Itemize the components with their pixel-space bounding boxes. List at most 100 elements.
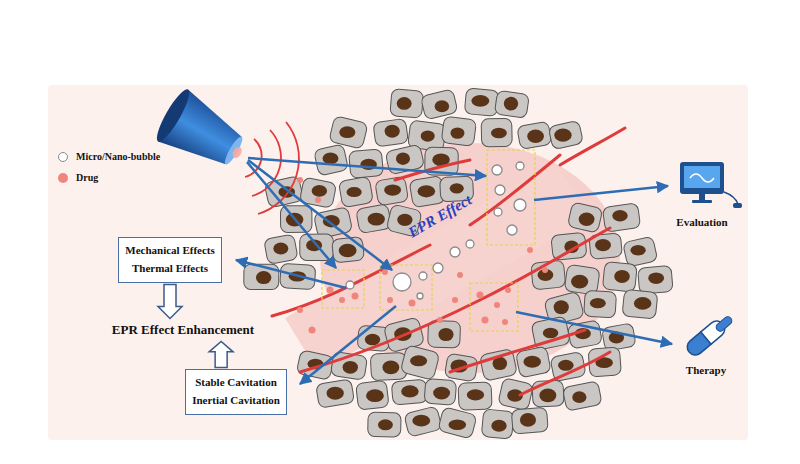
tumor-cell xyxy=(356,204,392,234)
tumor-cell xyxy=(481,409,514,439)
tumor-cell xyxy=(404,406,443,437)
cell-nucleus xyxy=(323,153,339,165)
cell-nucleus xyxy=(435,100,449,112)
tumor-cell xyxy=(494,90,529,118)
node-text: Therapy xyxy=(686,363,726,377)
tumor-cell xyxy=(551,232,587,260)
cell-nucleus xyxy=(634,297,652,310)
cell-nucleus xyxy=(418,185,436,197)
cell-nucleus xyxy=(572,391,586,403)
cell-nucleus xyxy=(401,385,418,397)
cell-nucleus xyxy=(579,212,595,225)
cell-nucleus xyxy=(343,361,358,374)
tumor-cell xyxy=(622,289,658,319)
tumor-cell xyxy=(264,176,304,208)
tumor-cell xyxy=(548,120,583,149)
tumor-cell xyxy=(584,290,617,318)
tumor-cell xyxy=(296,350,334,380)
tumor-cell xyxy=(338,176,373,207)
evaluation-node: Evaluation xyxy=(673,214,730,230)
cell-nucleus xyxy=(385,125,400,138)
tumor-cell xyxy=(638,265,673,294)
tumor-cell xyxy=(314,144,349,176)
cell-nucleus xyxy=(384,184,401,195)
cell-nucleus xyxy=(539,389,556,403)
cell-nucleus xyxy=(433,387,450,400)
cell-nucleus xyxy=(273,242,288,254)
node-text: EPR Effect Enhancement xyxy=(112,322,254,339)
effect-box: Mechanical EffectsThermal Effects xyxy=(118,237,222,282)
tumor-cell xyxy=(264,234,298,264)
cell-nucleus xyxy=(312,185,327,197)
tumor-cell xyxy=(424,379,457,406)
cell-nucleus xyxy=(554,300,569,314)
tumor-cell xyxy=(332,237,365,263)
tumor-cell xyxy=(400,345,440,380)
tumor-cell xyxy=(458,382,492,410)
tumor-cell xyxy=(481,118,512,147)
drug-particles xyxy=(297,177,548,334)
cell-nucleus xyxy=(504,97,518,111)
cell-nucleus xyxy=(327,387,344,400)
legend-swatch xyxy=(58,173,68,183)
cell-nucleus xyxy=(590,298,606,308)
cell-nucleus xyxy=(397,97,412,110)
cell-nucleus xyxy=(278,186,295,198)
tumor-cell xyxy=(567,202,603,233)
node-text: Inertial Cavitation xyxy=(192,392,280,410)
tumor-cell xyxy=(373,118,409,147)
result-text-node: EPR Effect Enhancement xyxy=(109,321,257,340)
cell-nucleus xyxy=(491,128,507,139)
tumor-cell xyxy=(349,149,384,178)
cell-nucleus xyxy=(554,128,571,141)
cell-nucleus xyxy=(382,360,399,374)
cell-nucleus xyxy=(558,360,574,371)
tumor-cell xyxy=(517,121,552,149)
tumor-cell xyxy=(623,236,658,267)
legend-text: Micro/Nano-bubble xyxy=(76,151,160,162)
cell-nucleus xyxy=(339,126,355,138)
legend-row: Micro/Nano-bubble xyxy=(58,146,160,167)
cell-nucleus xyxy=(614,270,630,283)
node-text: Mechanical Effects xyxy=(125,242,215,260)
tumor-cell xyxy=(368,412,402,437)
tumor-cell xyxy=(316,379,355,408)
cell-nucleus xyxy=(595,239,611,251)
node-text: Thermal Effects xyxy=(125,260,215,278)
cell-nucleus xyxy=(471,95,489,107)
background-panel xyxy=(48,85,748,440)
tumor-cell xyxy=(464,88,499,117)
legend-bubble-sample xyxy=(58,152,68,162)
monitor-icon xyxy=(680,162,742,208)
tumor-cell xyxy=(390,89,424,118)
node-text: Stable Cavitation xyxy=(192,374,280,392)
cell-nucleus xyxy=(378,419,393,430)
tumor-cell xyxy=(391,379,427,405)
cell-nucleus xyxy=(520,413,536,427)
cell-nucleus xyxy=(467,389,484,400)
tumor-cell xyxy=(601,323,636,351)
cell-nucleus xyxy=(523,356,541,368)
tumor-cell xyxy=(511,407,548,434)
cell-nucleus xyxy=(421,130,435,141)
cell-nucleus xyxy=(346,187,361,197)
tumor-cell xyxy=(375,176,409,206)
therapy-node: Therapy xyxy=(683,362,729,378)
cell-nucleus xyxy=(323,215,340,227)
node-text: Evaluation xyxy=(676,215,727,229)
tumor-cell xyxy=(441,116,476,146)
cell-nucleus xyxy=(396,152,410,164)
cell-nucleus xyxy=(339,244,357,257)
cell-nucleus xyxy=(612,210,627,221)
ultrasound-transducer xyxy=(152,86,256,180)
cell-nucleus xyxy=(412,415,430,427)
blue-arrows xyxy=(236,158,672,384)
cell-nucleus xyxy=(448,420,466,430)
cell-nucleus xyxy=(366,389,384,402)
tumor-cell xyxy=(329,116,368,150)
tumor-cell xyxy=(244,264,279,290)
cell-nucleus xyxy=(491,420,506,432)
